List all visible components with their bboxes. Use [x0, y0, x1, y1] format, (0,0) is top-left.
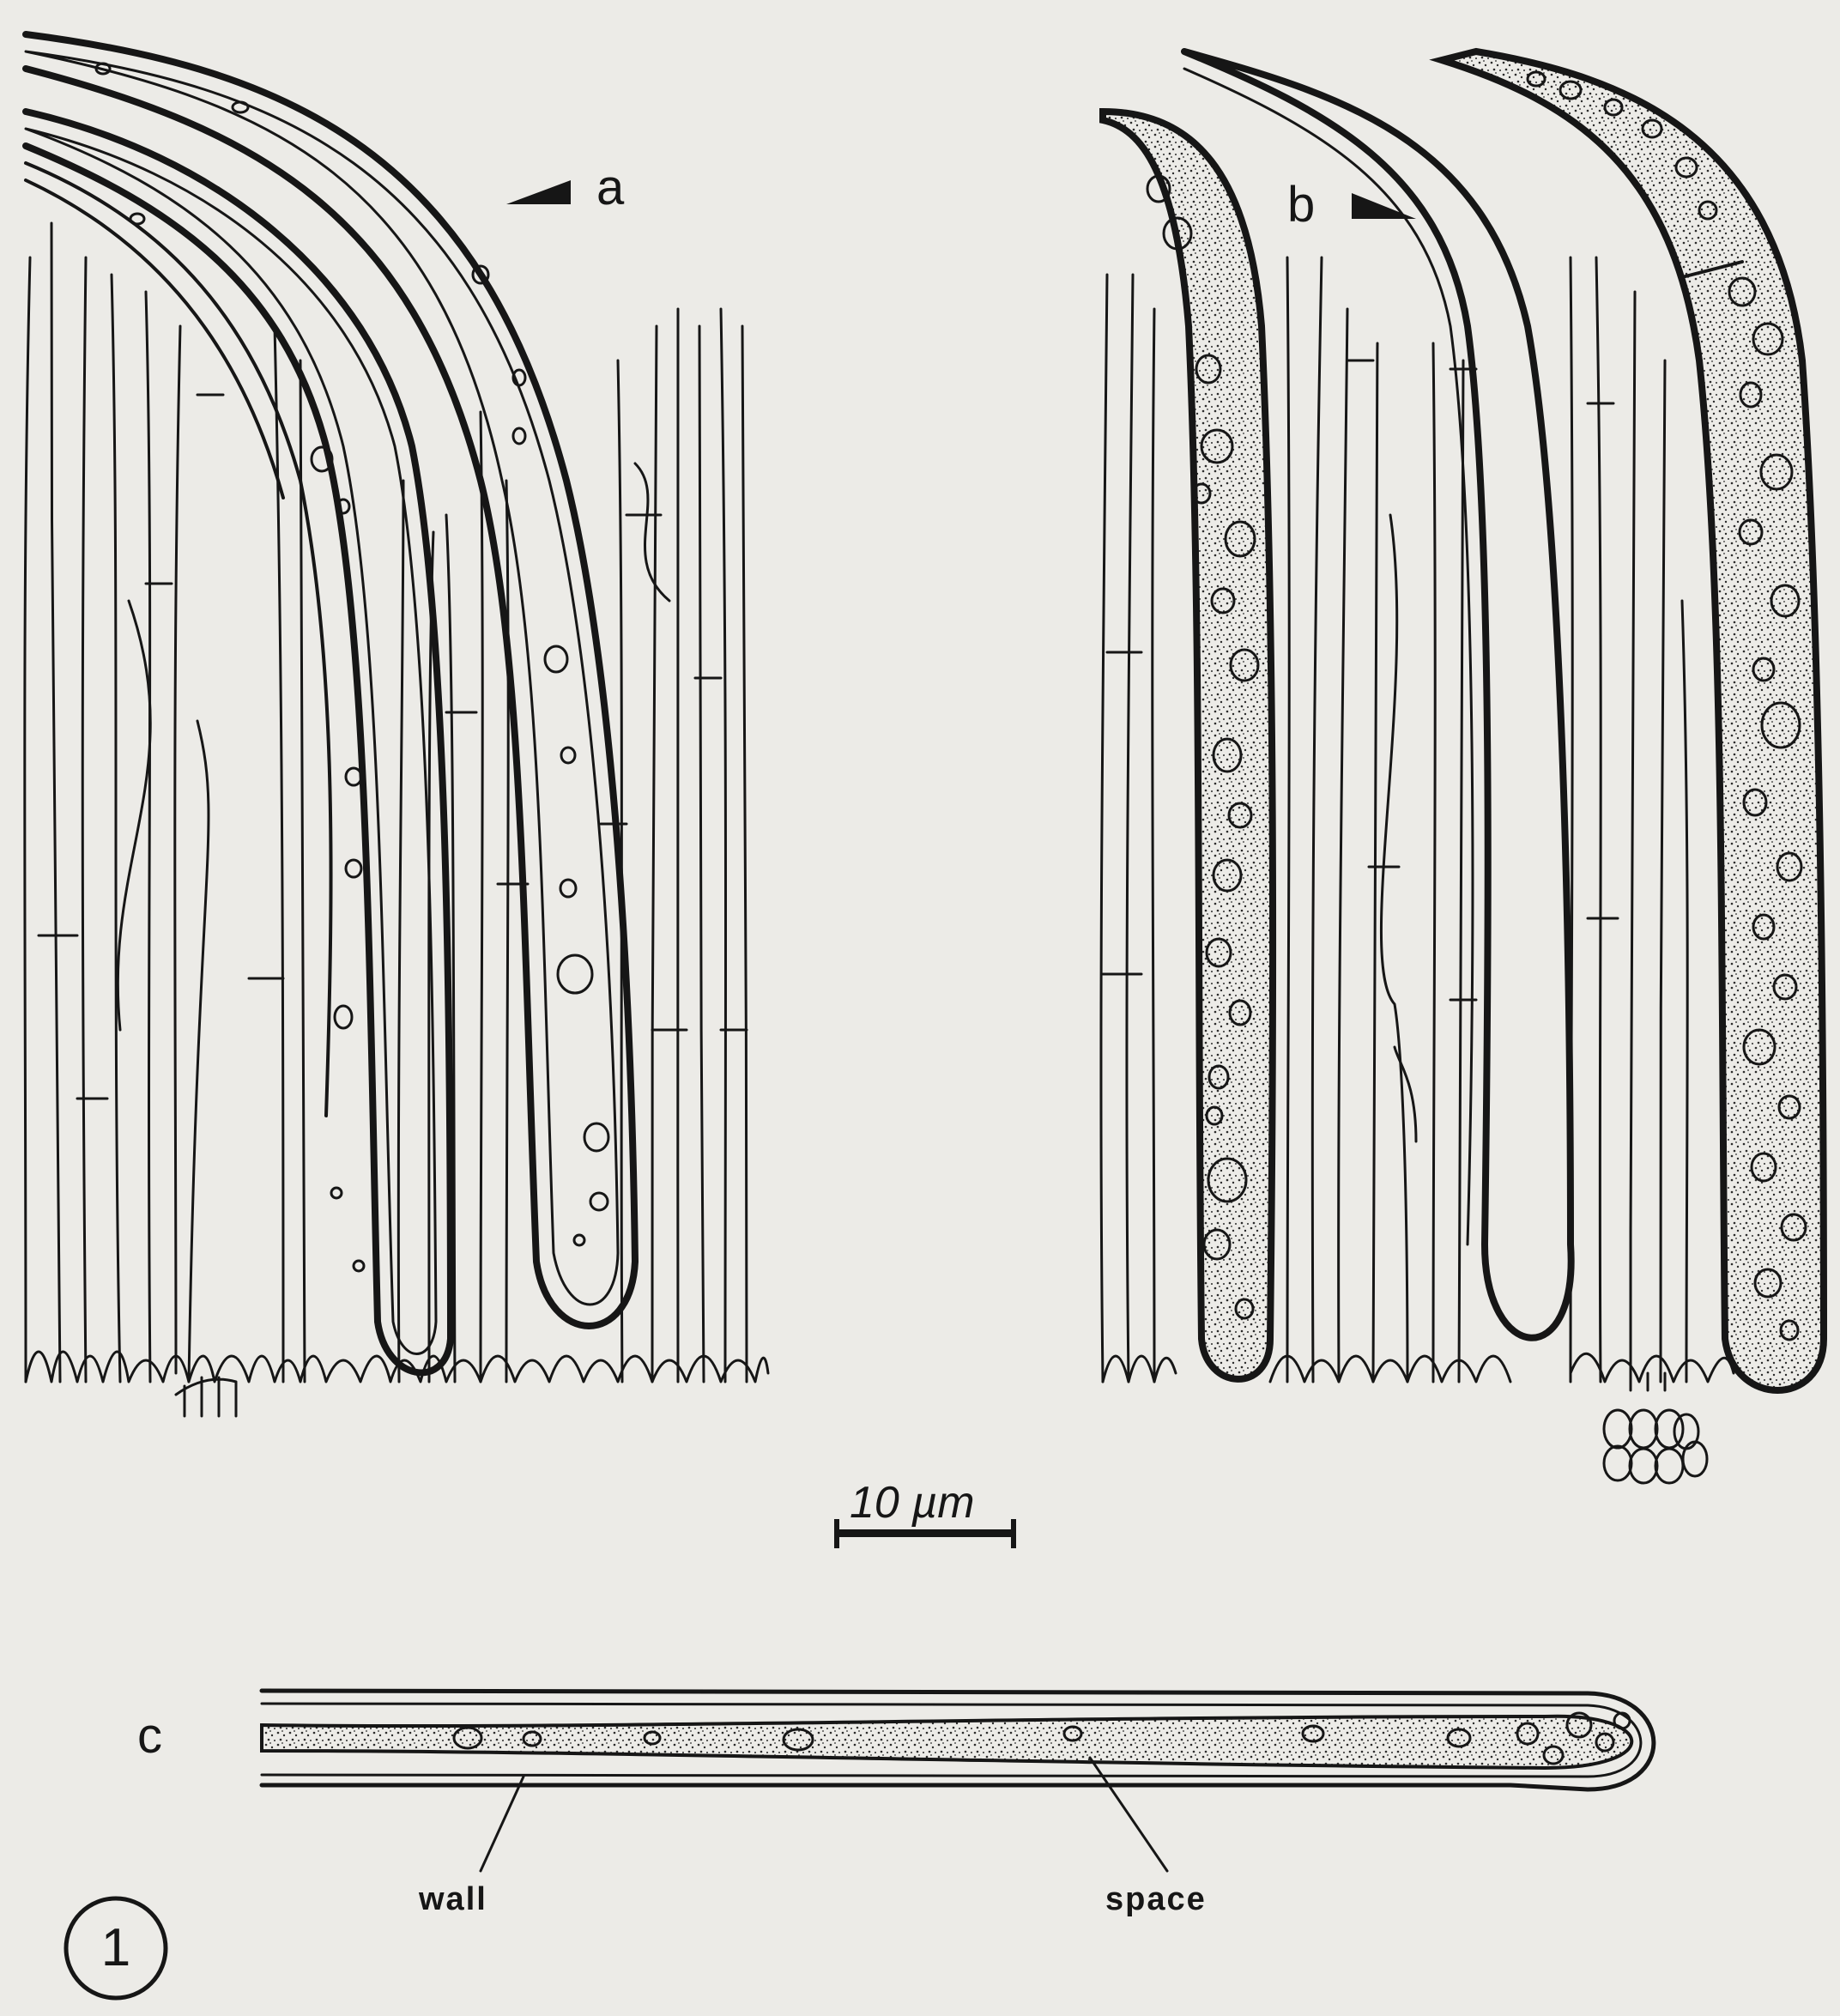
panel-label-b: b — [1287, 177, 1315, 233]
panel-b-septa — [1103, 360, 1618, 1000]
panel-a: a — [25, 34, 768, 1416]
panel-a-outer-hypha — [26, 163, 331, 1116]
panel-a-thick-hypha-1 — [26, 112, 451, 1372]
panel-a-broken-base — [176, 1377, 236, 1416]
space-label: space — [1105, 1881, 1207, 1917]
panel-b-conidia-cluster — [1604, 1373, 1707, 1483]
panel-label-c: c — [137, 1708, 162, 1764]
panel-a-background-hyphae — [25, 223, 747, 1382]
figure-number: 1 — [66, 1898, 166, 1998]
space-leader-line — [1090, 1758, 1167, 1871]
panel-b-arrowhead — [1352, 193, 1416, 219]
panel-a-arrowhead — [506, 180, 571, 204]
panel-label-a: a — [596, 160, 625, 215]
wall-label: wall — [418, 1881, 487, 1917]
figure-number-label: 1 — [101, 1918, 130, 1977]
wall-leader-line — [481, 1777, 524, 1871]
scale-bar-label: 10 µm — [850, 1478, 975, 1528]
panel-b-hyphae-tips — [1103, 1353, 1734, 1382]
panel-c-cytoplasm — [262, 1716, 1631, 1768]
panel-a-septa — [39, 395, 747, 1099]
panel-c: c wall space — [137, 1691, 1654, 1917]
panel-b: b — [1101, 51, 1824, 1483]
panel-b-background-hyphae — [1101, 257, 1687, 1382]
scale-bar: 10 µm — [834, 1478, 1016, 1548]
